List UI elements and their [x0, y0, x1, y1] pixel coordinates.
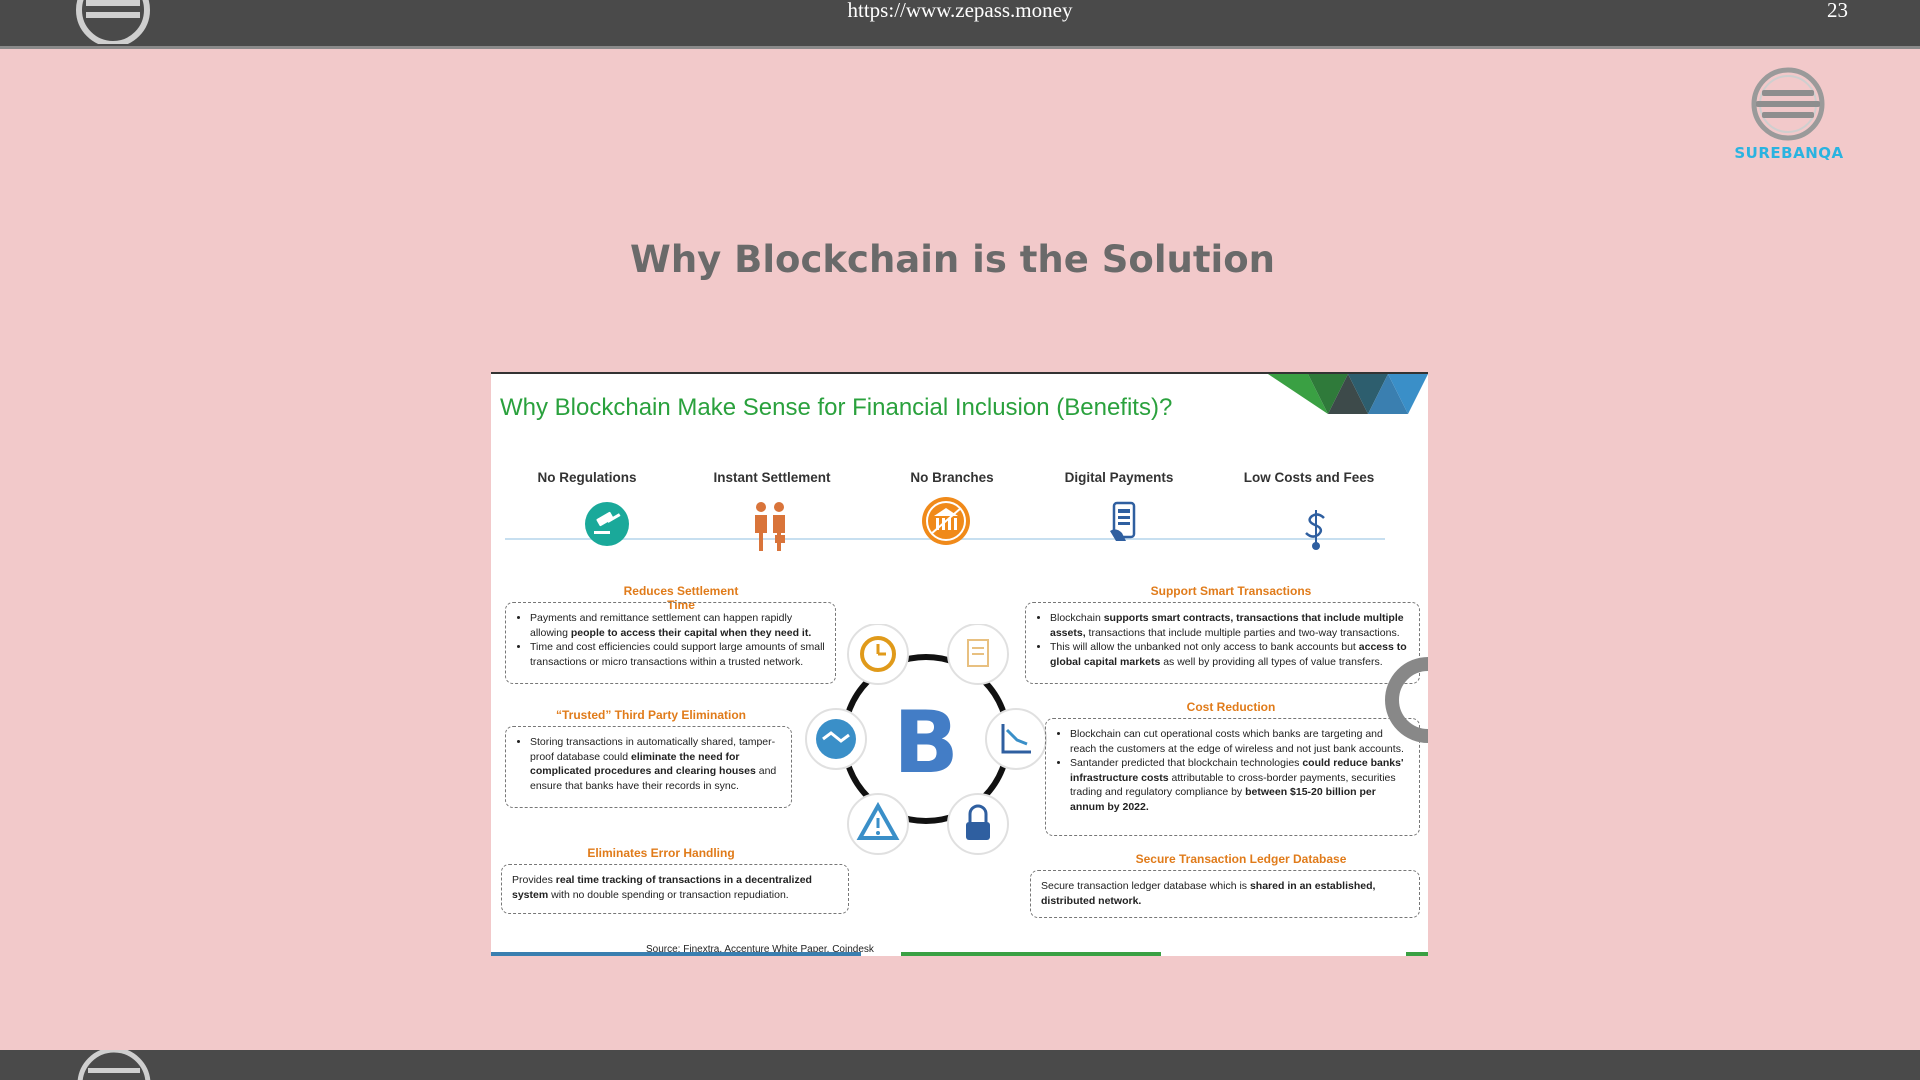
- brand-name: SUREBANQA: [1734, 144, 1844, 162]
- box-smart: Blockchain supports smart contracts, tra…: [1025, 602, 1420, 684]
- bottom-strip-middle: [901, 952, 1161, 956]
- brand-emblem-icon: [1751, 67, 1825, 141]
- box-cost: Blockchain can cut operational costs whi…: [1045, 718, 1420, 836]
- footer-logo-icon: [77, 1050, 151, 1080]
- third-party-bullet: Storing transactions in automatically sh…: [530, 735, 781, 793]
- source-note: Source: Finextra, Accenture White Paper,…: [646, 944, 874, 955]
- cost-bullet-2: Santander predicted that blockchain tech…: [1070, 756, 1409, 814]
- header-url[interactable]: https://www.zepass.money: [847, 0, 1073, 22]
- warning-icon: [847, 793, 909, 855]
- dollar-sign-icon: [1305, 510, 1325, 550]
- logo-icon: [76, 0, 150, 44]
- box-settlement: Payments and remittance settlement can h…: [505, 602, 836, 684]
- document-icon: [947, 624, 1009, 685]
- gavel-icon: [585, 502, 629, 546]
- mobile-payment-icon: [1110, 501, 1136, 541]
- settlement-bullet-2: Time and cost efficiencies could support…: [530, 640, 825, 669]
- box-error: Provides real time tracking of transacti…: [501, 864, 849, 914]
- benefit-label-instant-settlement: Instant Settlement: [713, 470, 831, 485]
- heading-third-party: “Trusted” Third Party Elimination: [555, 708, 747, 722]
- benefit-label-no-branches: No Branches: [910, 470, 994, 485]
- settlement-bullet-1: Payments and remittance settlement can h…: [530, 611, 825, 640]
- benefit-label-no-regulations: No Regulations: [537, 470, 637, 485]
- lock-icon: [947, 793, 1009, 855]
- heading-ledger: Secure Transaction Ledger Database: [1135, 852, 1347, 866]
- chart-down-icon: [985, 708, 1047, 770]
- error-text: Provides real time tracking of transacti…: [512, 874, 812, 901]
- cost-bullet-1: Blockchain can cut operational costs whi…: [1070, 727, 1409, 756]
- heading-settlement: Reduces Settlement Time: [623, 584, 739, 612]
- center-bitcoin-symbol: B: [893, 693, 959, 793]
- slide-title: Why Blockchain is the Solution: [630, 238, 1275, 281]
- smart-bullet-1: Blockchain supports smart contracts, tra…: [1050, 611, 1409, 640]
- heading-smart: Support Smart Transactions: [1150, 584, 1312, 598]
- bottom-strip-left: [491, 952, 861, 956]
- blockchain-cycle-diagram: B: [805, 624, 1047, 855]
- box-ledger: Secure transaction ledger database which…: [1030, 870, 1420, 918]
- clock-icon: [847, 624, 909, 685]
- benefit-label-low-costs: Low Costs and Fees: [1243, 470, 1375, 485]
- page-number: 23: [1827, 0, 1848, 22]
- benefit-label-digital-payments: Digital Payments: [1064, 470, 1174, 485]
- heading-cost: Cost Reduction: [1186, 700, 1276, 714]
- svg-text:B: B: [893, 693, 959, 793]
- top-bar: https://www.zepass.money 23: [0, 0, 1920, 49]
- infographic-image: Why Blockchain Make Sense for Financial …: [491, 372, 1428, 956]
- figure-title: Why Blockchain Make Sense for Financial …: [500, 394, 1173, 421]
- corner-triangles: [1268, 374, 1428, 414]
- bottom-strip-right: [1406, 952, 1428, 956]
- smart-bullet-2: This will allow the unbanked not only ac…: [1050, 640, 1409, 669]
- bank-building-icon: [922, 497, 970, 545]
- handshake-people-icon: [755, 502, 785, 551]
- heading-error: Eliminates Error Handling: [587, 846, 735, 860]
- bottom-bar: [0, 1050, 1920, 1080]
- ledger-text: Secure transaction ledger database which…: [1041, 880, 1376, 907]
- brand-logo: SUREBANQA: [1726, 66, 1852, 166]
- box-third-party: Storing transactions in automatically sh…: [505, 726, 792, 808]
- handshake-icon: [805, 708, 867, 770]
